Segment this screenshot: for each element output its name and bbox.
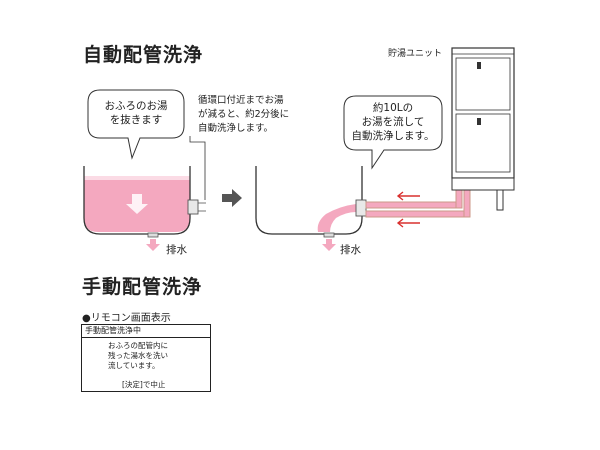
note-line-2: が減ると、約2分後に [198, 109, 290, 120]
speech-bubble-flush [343, 95, 443, 170]
drain-arrow-2 [322, 239, 336, 251]
step-arrow [222, 189, 242, 207]
note-leader-line [189, 136, 206, 200]
pipe-upper [365, 201, 463, 209]
auto-cleaning-title: 自動配管洗浄 [83, 44, 204, 66]
tank-unit-label: 貯湯ユニット [388, 49, 443, 59]
bathtub-1-water-surface [84, 176, 190, 180]
manual-cleaning-title: 手動配管洗浄 [82, 276, 203, 298]
drain-arrow-1 [146, 239, 160, 251]
flush-stream [317, 204, 356, 232]
note-line-1: 循環口付近までお湯 [198, 95, 284, 106]
drain-label-2: 排水 [340, 244, 361, 256]
drain-bubble-line-1: おふろのお湯 [104, 100, 168, 112]
circulation-port-2 [355, 199, 367, 217]
flow-arrow-2 [396, 218, 420, 228]
note-line-3: 自動洗浄します。 [198, 123, 274, 134]
remote-display-footer: [決定]で中止 [122, 380, 166, 389]
drain-down-arrow-1 [126, 194, 148, 214]
speech-bubble-drain [87, 89, 185, 160]
flush-bubble-line-3: 自動洗浄します。 [351, 130, 435, 142]
remote-message-line-3: 流しています。 [108, 361, 160, 370]
bathtub-1-outline [83, 166, 191, 235]
remote-message-line-2: 残った湯水を洗い [108, 351, 168, 360]
flush-bubble-text: 約10Lの お湯を流して 自動洗浄します。 [344, 101, 442, 143]
pipe-lower [365, 210, 471, 218]
drain-plug-2 [323, 232, 335, 238]
auto-cleaning-note: 循環口付近までお湯 が減ると、約2分後に 自動洗浄します。 [198, 94, 318, 136]
flush-bubble-line-1: 約10Lの [372, 102, 414, 114]
drain-bubble-line-2: を抜きます [109, 114, 163, 126]
drain-label-1: 排水 [166, 244, 187, 256]
remote-display-header: 手動配管洗浄中 [82, 325, 210, 338]
remote-display-caption: ●リモコン画面表示 [82, 313, 171, 324]
storage-tank-unit [451, 47, 515, 211]
drain-bubble-text: おふろのお湯 を抜きます [88, 99, 184, 127]
remote-message-line-1: おふろの配管内に [108, 341, 168, 350]
bathtub-2-outline [255, 166, 363, 235]
flow-arrow-1 [396, 191, 420, 201]
drain-plug-1 [147, 232, 159, 238]
remote-display-panel: 手動配管洗浄中 おふろの配管内に 残った湯水を洗い 流しています。 [決定]で中… [81, 324, 211, 392]
circulation-port-1 [187, 199, 199, 215]
flush-bubble-line-2: お湯を流して [361, 116, 425, 128]
remote-display-message: おふろの配管内に 残った湯水を洗い 流しています。 [108, 341, 168, 371]
